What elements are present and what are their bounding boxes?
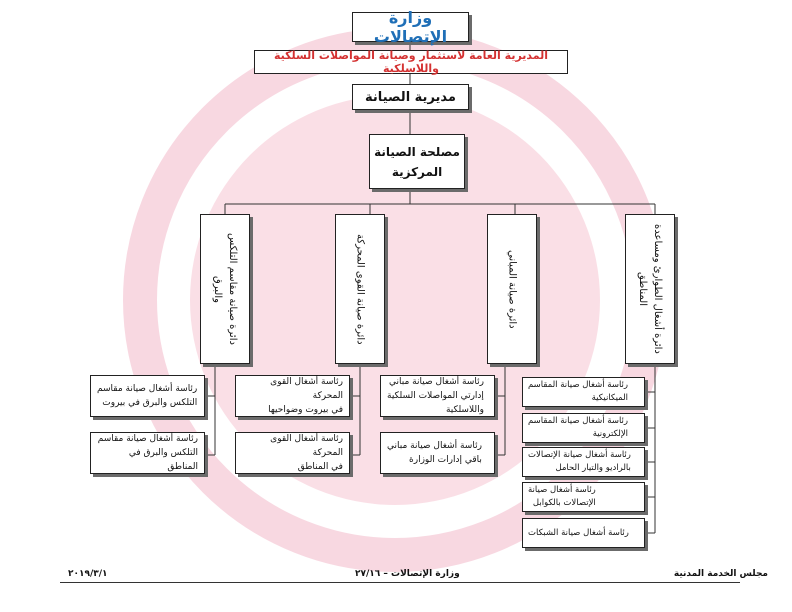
footer-date: ٢٠١٩/٣/١ xyxy=(68,569,108,579)
section-buildings-telecom: رئاسة أشغال صيانة مباني إدارتي المواصلات… xyxy=(380,375,495,417)
department-emergency: دائرة أشغال الطوارئ ومساعدة المناطق xyxy=(625,214,675,364)
section-power-beirut: رئاسة أشغال القوى المحركة في بيروت وضواح… xyxy=(235,375,350,417)
section-buildings-other: رئاسة أشغال صيانة مباني باقي إدارات الوز… xyxy=(380,432,495,474)
department-label: دائرة صيانة المباني xyxy=(506,249,518,329)
section-telex-beirut: رئاسة أشغال صيانة مقاسم التلكس والبرق في… xyxy=(90,375,205,417)
footer-divider xyxy=(60,582,740,583)
directorate-general-box: المديرية العامة لاستثمار وصيانة المواصلا… xyxy=(254,49,568,75)
section-electronic-exchanges: رئاسة أشغال صيانة المقاسم الإلكترونية xyxy=(522,413,645,443)
department-label: دائرة صيانة القوى المحركة xyxy=(354,233,366,345)
section-cable-telecom: رئاسة أشغال صيانة الإتصالات بالكوابل xyxy=(522,482,645,512)
section-networks: رئاسة أشغال صيانة الشبكات xyxy=(522,518,645,548)
section-radio-carrier: رئاسة أشغال صيانة الإتصالات بالراديو وال… xyxy=(522,447,645,477)
section-mechanical-exchanges: رئاسة أشغال صيانة المقاسم الميكانيكية xyxy=(522,377,645,407)
maintenance-directorate-box: مديرية الصيانة xyxy=(352,84,469,110)
department-label: دائرة صيانة مقاسم التلكس والبرق xyxy=(212,233,238,345)
department-power: دائرة صيانة القوى المحركة xyxy=(335,214,385,364)
central-maintenance-service-box: مصلحة الصيانة المركزية xyxy=(369,134,465,189)
ministry-box: وزارة الإتصالات xyxy=(352,8,469,46)
department-telex-telegraph: دائرة صيانة مقاسم التلكس والبرق xyxy=(200,214,250,364)
department-label: دائرة أشغال الطوارئ ومساعدة المناطق xyxy=(637,224,663,354)
section-power-regions: رئاسة أشغال القوى المحركة في المناطق xyxy=(235,432,350,474)
footer-ministry-page: وزارة الإتصالات – ٢٧/١٦ xyxy=(355,569,460,579)
department-buildings: دائرة صيانة المباني xyxy=(487,214,537,364)
section-telex-regions: رئاسة أشغال صيانة مقاسم التلكس والبرق في… xyxy=(90,432,205,474)
footer-council: مجلس الخدمة المدنية xyxy=(673,569,768,579)
